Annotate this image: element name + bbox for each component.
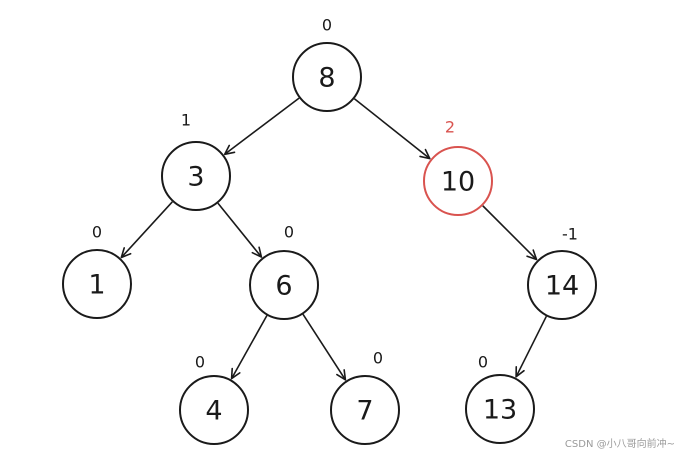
node-circle <box>527 250 597 320</box>
watermark-text: CSDN @小八哥向前冲~ <box>564 439 675 450</box>
tree-node-14: 14 <box>527 250 597 320</box>
tree-node-6: 6 <box>249 250 319 320</box>
arrowhead <box>223 144 236 156</box>
node-circle <box>249 250 319 320</box>
balance-factor-13: 0 <box>478 353 488 372</box>
balance-factor-6: 0 <box>284 223 294 242</box>
node-value: 13 <box>483 395 517 426</box>
arrowhead <box>419 148 431 160</box>
tree-node-13: 13 <box>465 374 535 444</box>
node-value: 8 <box>318 63 335 94</box>
node-circle <box>179 375 249 445</box>
edge-n3-n6 <box>217 202 263 258</box>
arrowhead <box>120 247 132 259</box>
tree-node-10: 10 <box>423 146 493 216</box>
balance-factor-1: 0 <box>92 223 102 242</box>
tree-node-8: 8 <box>292 42 362 112</box>
node-circle <box>423 146 493 216</box>
tree-node-1: 1 <box>62 249 132 319</box>
edge-n3-n1 <box>120 201 173 259</box>
edges-layer <box>120 97 548 381</box>
balance-factor-4: 0 <box>195 353 205 372</box>
node-value: 4 <box>205 396 222 427</box>
edge-n6-n4 <box>230 315 268 380</box>
balance-factor-8: 0 <box>322 16 332 35</box>
balance-factor-14: -1 <box>562 225 578 244</box>
arrowhead <box>336 369 347 381</box>
arrowhead <box>526 249 538 261</box>
node-circle <box>330 375 400 445</box>
balance-factor-10: 2 <box>445 118 455 137</box>
tree-node-4: 4 <box>179 375 249 445</box>
node-circle <box>465 374 535 444</box>
node-circle <box>62 249 132 319</box>
node-circle <box>161 141 231 211</box>
balance-factor-3: 1 <box>181 111 191 130</box>
node-value: 14 <box>545 271 579 302</box>
node-circle <box>292 42 362 112</box>
edge-n10-n14 <box>482 205 538 261</box>
edge-n6-n7 <box>302 313 347 381</box>
arrowhead <box>230 367 241 380</box>
node-value: 10 <box>441 167 475 198</box>
balance-factor-7: 0 <box>373 349 383 368</box>
tree-node-3: 3 <box>161 141 231 211</box>
edge-n8-n10 <box>353 98 431 160</box>
node-value: 1 <box>88 270 105 301</box>
node-value: 6 <box>275 271 292 302</box>
arrowhead <box>251 246 263 258</box>
arrowhead <box>515 366 525 378</box>
node-value: 7 <box>356 396 373 427</box>
edge-n8-n3 <box>223 97 300 156</box>
edge-n14-n13 <box>515 315 548 378</box>
node-value: 3 <box>187 162 204 193</box>
balance-factors-layer: 0 1 2 0 0 -1 0 0 0 <box>92 16 578 372</box>
tree-node-7: 7 <box>330 375 400 445</box>
